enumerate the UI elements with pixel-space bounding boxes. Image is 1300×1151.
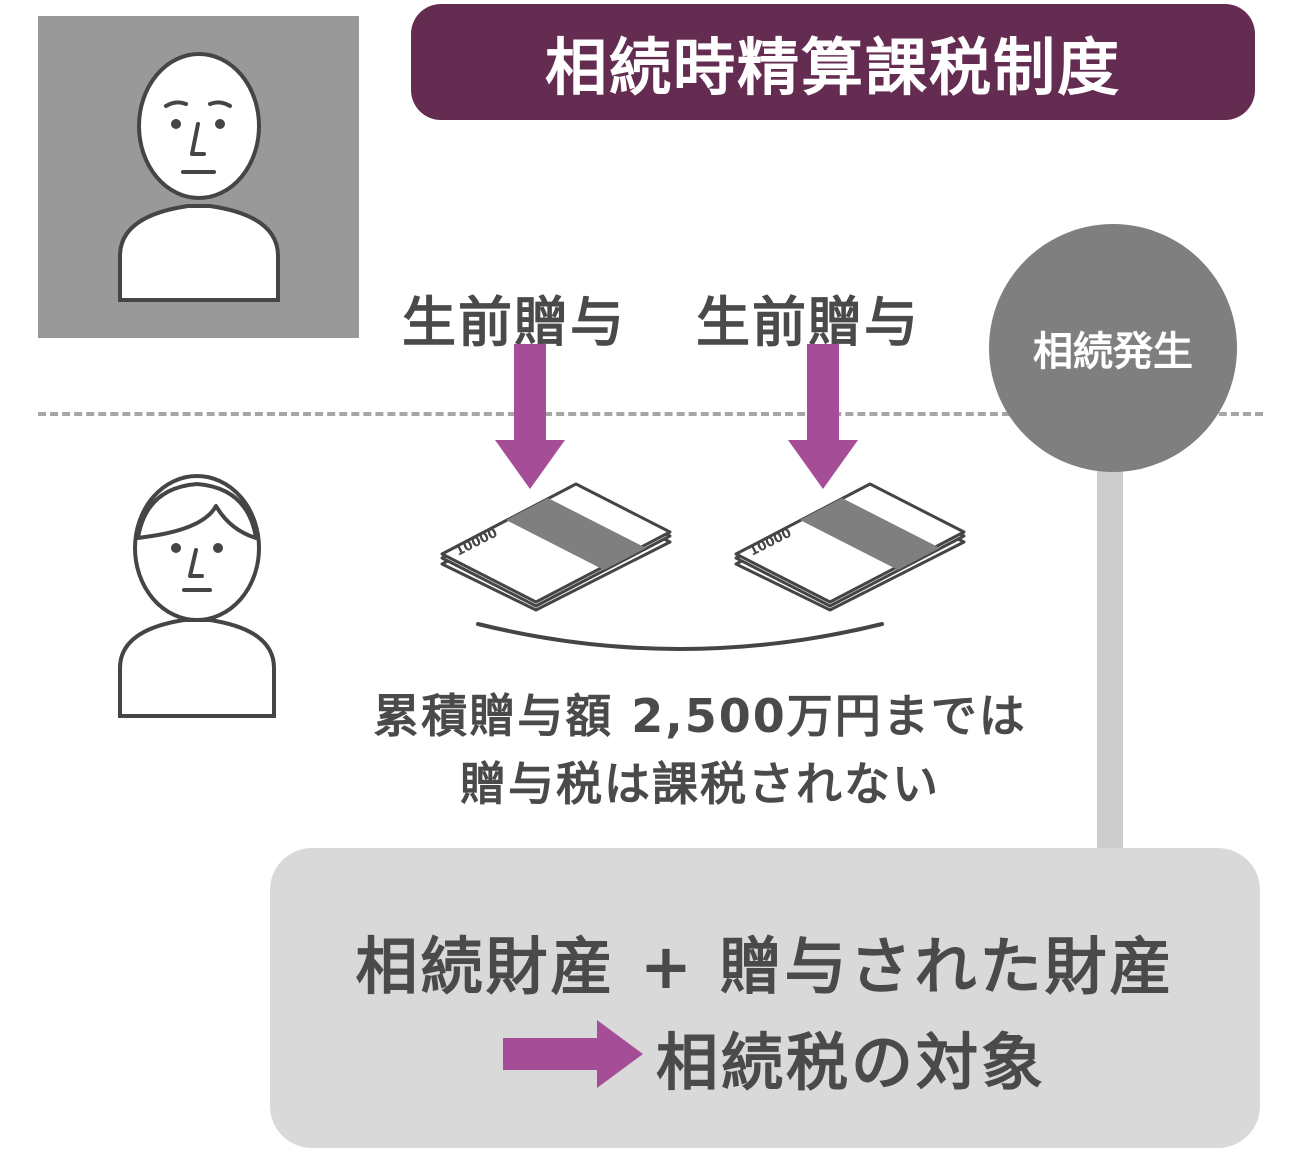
gift-label-2: 生前贈与 — [696, 291, 920, 354]
child-panel — [112, 470, 282, 720]
result-panel — [270, 848, 1260, 1148]
child-person-icon — [118, 474, 276, 718]
arrow-right-icon — [503, 1020, 643, 1088]
inheritance-event-label: 相続発生 — [1033, 329, 1193, 375]
result-target: 相続税の対象 — [656, 1026, 1047, 1099]
title-banner: 相続時精算課税制度 — [411, 4, 1255, 120]
grouping-curve — [476, 622, 884, 651]
parent-panel — [38, 16, 359, 338]
arrow-down-icon — [495, 344, 565, 489]
banknote-stack-icon: 10000 — [734, 482, 966, 612]
exemption-note-line-2: 贈与税は課税されない — [460, 757, 940, 811]
banknote-stack-icon: 10000 — [440, 482, 672, 612]
timeline-connector — [1097, 470, 1123, 870]
inheritance-event-circle: 相続発生 — [989, 224, 1237, 472]
generation-divider — [38, 412, 1263, 416]
gift-label-1: 生前贈与 — [402, 291, 626, 354]
diagram-title: 相続時精算課税制度 — [544, 31, 1121, 104]
parent-person-icon — [118, 52, 280, 302]
arrow-down-icon — [788, 344, 858, 489]
exemption-note-line-1: 累積贈与額 2,500万円までは — [373, 689, 1027, 743]
result-formula: 相続財産 + 贈与された財産 — [355, 930, 1175, 1003]
